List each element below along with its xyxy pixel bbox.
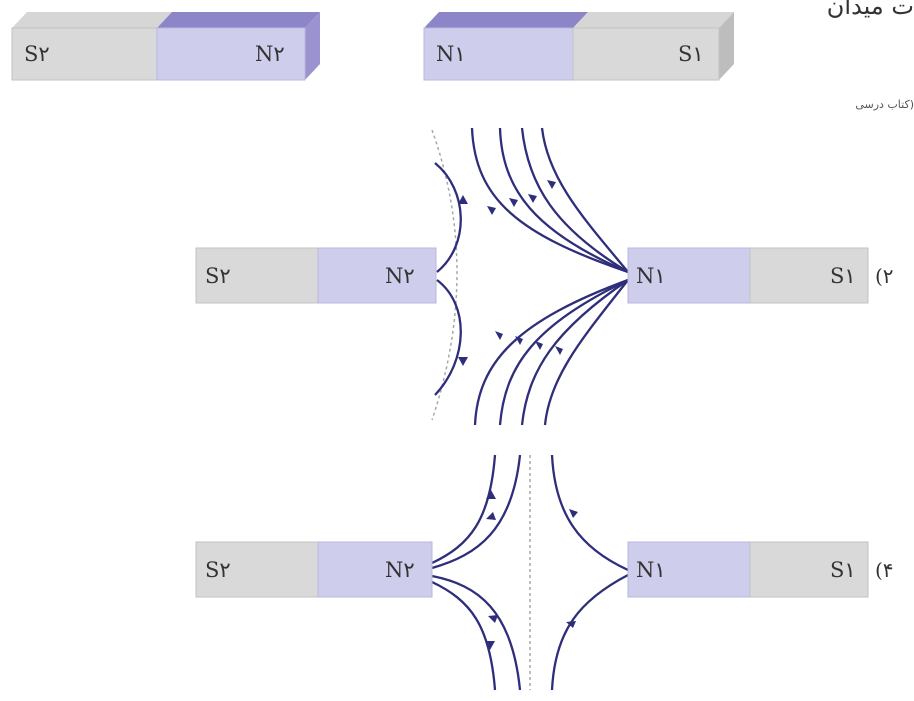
- option-2-n1-line-lower-2: [498, 278, 629, 426]
- option-4-magnet-1-north-pole: [627, 541, 751, 598]
- option-2-arrow-5: [528, 194, 537, 203]
- option-4-n1-line-2: [550, 573, 629, 691]
- option-4-magnet-1-south-pole: [749, 541, 869, 598]
- top-magnet-1: N۱ S۱: [423, 12, 734, 81]
- option-4-magnet-2-north-pole: [317, 541, 433, 598]
- top-magnet-1-south-pole: [572, 27, 720, 81]
- option-2-field-lines: [434, 127, 629, 426]
- option-4-n2-line-4: [431, 580, 497, 691]
- option-4-n1-line-1: [550, 454, 629, 572]
- option-2-n1-line-upper-4: [540, 127, 629, 273]
- option-2-arrow-8: [515, 336, 523, 345]
- option-4-n2-line-3: [431, 574, 522, 691]
- option-4-arrow-3: [488, 615, 498, 623]
- option-4-n2-line-2: [431, 454, 522, 570]
- option-2-arrow-2: [458, 357, 468, 366]
- note-text: کتاب درسی): [855, 98, 914, 111]
- option-2-magnet-2-north-pole: [317, 247, 437, 304]
- option-4-number: (۴: [875, 558, 894, 582]
- top-magnet-2: S۲ N۲: [11, 12, 320, 81]
- option-4-n2-line-1: [431, 454, 497, 565]
- option-2-arrow-4: [509, 198, 518, 207]
- option-4-arrow-1: [486, 490, 496, 499]
- option-2-n1-line-lower-4: [543, 279, 629, 426]
- top-magnet-1-south-label: S۱: [678, 42, 704, 66]
- option-2-n1-line-lower-1: [473, 278, 629, 426]
- option-2-magnet-2-north-label: N۲: [385, 264, 415, 288]
- option-2-n2-upper-loop: [434, 162, 462, 273]
- option-2-magnet-2-south-pole: [195, 247, 319, 304]
- option-2-magnet-1-south-pole: [749, 247, 869, 304]
- option-2-arrow-3: [487, 206, 496, 215]
- top-magnet-1-end-face: [719, 12, 734, 80]
- top-magnet-2-north-pole: [156, 27, 306, 81]
- option-2-magnet-1-south-label: S۱: [830, 264, 856, 288]
- option-4-magnet-2-south-label: S۲: [205, 558, 231, 582]
- option-4-magnet-2-south-pole: [195, 541, 319, 598]
- option-2-arrow-1: [458, 195, 468, 204]
- option-2-magnet-2-south-label: S۲: [205, 264, 231, 288]
- top-magnet-2-south-label: S۲: [24, 42, 50, 66]
- option-4-magnet-1: N۱ S۱: [627, 541, 869, 598]
- option-4-arrow-5: [569, 509, 578, 518]
- top-magnet-1-south-top-face: [573, 12, 734, 28]
- option-4-arrow-4: [485, 641, 495, 650]
- top-magnet-2-north-top-face: [157, 12, 320, 28]
- option-4-magnet-2: S۲ N۲: [195, 541, 433, 598]
- top-magnet-1-north-pole: [423, 27, 574, 81]
- option-2-arrow-7: [495, 331, 503, 340]
- option-4-arrow-2: [486, 512, 496, 520]
- top-magnet-2-north-label: N۲: [255, 42, 285, 66]
- option-4-arrowheads: [485, 490, 578, 650]
- option-2-arrowheads: [458, 180, 563, 366]
- top-magnet-2-south-top-face: [12, 12, 172, 28]
- option-2-dashed-boundary: [431, 129, 458, 421]
- option-2-arrow-10: [555, 346, 563, 355]
- top-magnet-1-north-top-face: [424, 12, 588, 28]
- option-2-n2-lower-loop: [434, 279, 462, 396]
- option-2-number: (۲: [875, 264, 894, 288]
- option-2-n1-line-lower-3: [520, 279, 629, 426]
- option-2-n1-line-upper-2: [498, 127, 629, 274]
- option-2-n1-line-upper-3: [520, 127, 629, 273]
- option-2-magnet-1-north-pole: [627, 247, 751, 304]
- option-2-magnet-1-north-label: N۱: [636, 264, 666, 288]
- option-2-arrow-6: [547, 180, 556, 189]
- option-2-arrow-9: [535, 341, 543, 350]
- option-2: S۲ N۲ N۱ S۱ (۲: [195, 127, 894, 426]
- top-magnet-1-north-label: N۱: [436, 42, 466, 66]
- option-2-magnet-2: S۲ N۲: [195, 247, 437, 304]
- top-magnet-2-end-face: [305, 12, 320, 80]
- option-4-magnet-1-north-label: N۱: [636, 558, 666, 582]
- option-4-field-lines: [431, 454, 629, 691]
- option-4: S۲ N۲ N۱ S۱ (۴: [195, 454, 894, 691]
- option-2-n1-line-upper-1: [470, 127, 629, 274]
- option-4-magnet-1-south-label: S۱: [830, 558, 856, 582]
- option-2-magnet-1: N۱ S۱: [627, 247, 869, 304]
- option-4-arrow-6: [566, 621, 576, 628]
- option-4-magnet-2-north-label: N۲: [385, 558, 415, 582]
- header-text: ت میدان: [827, 0, 914, 20]
